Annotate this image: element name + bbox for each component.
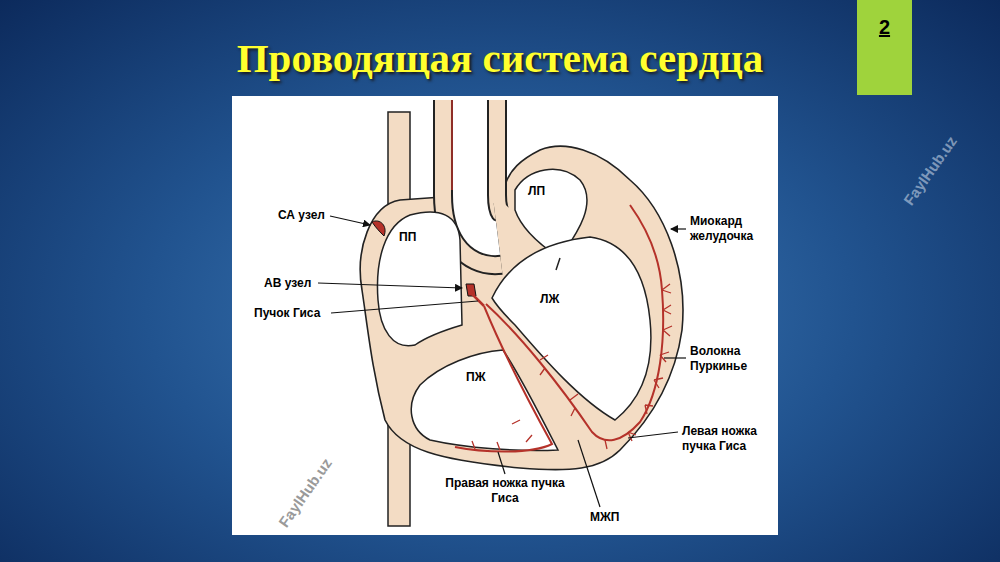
slide-number-box: 2	[857, 0, 912, 95]
part-label: Волокна Пуркинье	[690, 344, 772, 374]
leader-lines	[318, 216, 686, 507]
left-bundle-branch	[486, 205, 663, 440]
leader-line	[628, 432, 678, 438]
aorta-lumen	[470, 100, 498, 238]
chamber-label: ПЖ	[466, 370, 485, 385]
leader-line	[498, 452, 505, 474]
part-label: МЖП	[590, 510, 619, 525]
leader-line	[330, 216, 370, 225]
purkinje-branches	[472, 284, 672, 450]
part-label: СА узел	[278, 208, 325, 223]
leader-line	[318, 283, 462, 288]
watermark: FaylHub.uz	[900, 132, 960, 207]
aorta-inner-outline	[470, 100, 498, 238]
right-ventricle-cavity	[411, 350, 558, 451]
slide-number: 2	[857, 0, 912, 39]
valve	[556, 258, 560, 270]
purkinje-fibers	[472, 284, 672, 450]
right-bundle-branch	[455, 306, 552, 452]
bundle-of-his	[472, 294, 484, 306]
aorta-wall	[470, 100, 498, 238]
chamber-label: ЛЖ	[540, 292, 559, 307]
leader-line	[331, 301, 478, 313]
part-label: Миокард желудочка	[690, 214, 772, 244]
sa-node	[372, 221, 385, 236]
slide-title: Проводящая система сердца	[237, 34, 764, 82]
av-node	[466, 284, 476, 296]
aorta-line	[451, 100, 453, 190]
leader-line	[671, 228, 686, 229]
part-label: Пучок Гиса	[254, 306, 320, 321]
part-label: Левая ножка пучка Гиса	[682, 424, 774, 454]
heart-wall	[360, 146, 683, 469]
right-atrium-cavity	[377, 212, 462, 346]
chamber-label: ЛП	[528, 184, 545, 199]
leader-line	[578, 440, 600, 507]
leader-line	[664, 357, 686, 358]
chamber-label: ПП	[399, 230, 416, 245]
part-label: АВ узел	[264, 276, 311, 291]
aorta-outline	[470, 100, 498, 238]
part-label: Правая ножка пучка Гиса	[430, 476, 580, 506]
